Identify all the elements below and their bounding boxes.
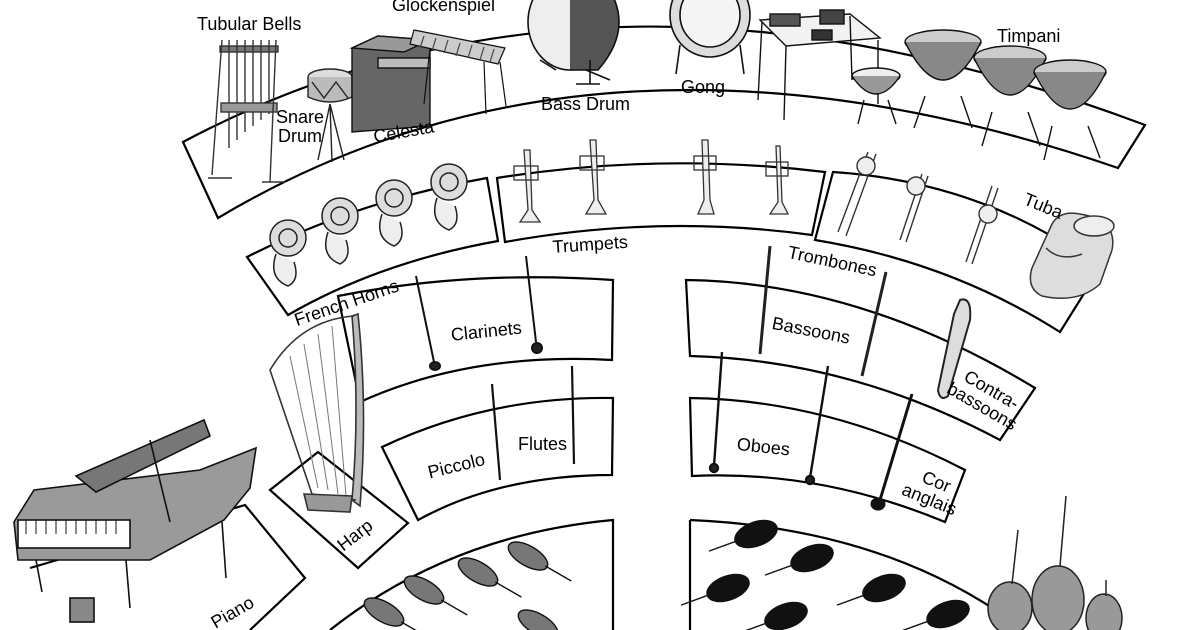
tuba-icon — [1029, 212, 1115, 299]
glockenspiel-icon — [409, 29, 507, 115]
bassoons-section-outline — [684, 278, 1037, 442]
trumpets-section-outline — [495, 162, 827, 244]
bassoon-icon — [758, 245, 888, 377]
second-violin-icon — [680, 519, 970, 630]
flutes-section-outline — [380, 396, 615, 522]
bass-drum-icon — [527, 0, 620, 85]
glockenspiel-label: Glockenspiel — [392, 0, 496, 15]
contrabassoon-icon — [936, 298, 972, 399]
violin-icon — [363, 541, 572, 630]
bass-drum-label: Bass Drum — [541, 94, 631, 114]
timpani-label: Timpani — [997, 26, 1061, 46]
flute-icon — [570, 365, 576, 465]
section-outlines — [29, 25, 1147, 630]
trumpets-label: Trumpets — [551, 231, 629, 257]
timpani-icon — [904, 29, 1107, 161]
timpano-small-icon — [851, 67, 901, 125]
clarinet-icon — [415, 255, 543, 371]
piano-icon — [13, 418, 257, 623]
double-bass-icon — [1031, 495, 1123, 630]
oboes-section-outline — [688, 396, 967, 524]
cello-icon — [987, 529, 1033, 630]
gong-icon — [669, 0, 751, 75]
flutes-label: Flutes — [518, 434, 568, 454]
clarinets-section-outline — [336, 276, 615, 404]
snare-drum-icon — [307, 68, 353, 163]
cor-anglais-icon — [870, 393, 914, 511]
trumpet-icon — [513, 139, 790, 223]
celesta-icon — [349, 35, 433, 133]
snare-drum-label: Snare Drum — [275, 107, 325, 146]
french-horn-icon — [269, 163, 468, 287]
tubular-bells-icon — [208, 39, 285, 183]
gong-label: Gong — [681, 77, 726, 97]
tubular-bells-label: Tubular Bells — [197, 14, 302, 34]
oboe-icon — [708, 351, 830, 486]
trombone-icon — [837, 151, 999, 265]
trombones-section-outline — [813, 170, 1102, 334]
horns-section-outline — [245, 176, 500, 317]
piccolo-icon — [490, 383, 502, 481]
harp-icon — [269, 312, 365, 513]
